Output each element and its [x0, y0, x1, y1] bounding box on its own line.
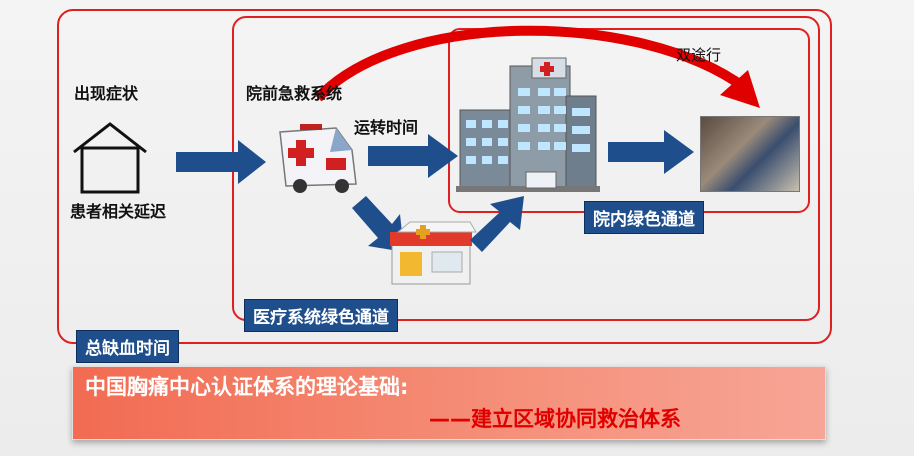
ambulance-icon [279, 124, 357, 193]
total-ischemia-frame [57, 9, 832, 344]
cath-lab-photo [700, 116, 800, 192]
banner-subtitle: ——建立区域协同救治体系 [429, 407, 681, 431]
banner-title: 中国胸痛中心认证体系的理论基础: [85, 375, 409, 399]
patient-delay-label: 患者相关延迟 [70, 202, 167, 221]
bottom-banner: 中国胸痛中心认证体系的理论基础: ——建立区域协同救治体系 [72, 366, 826, 440]
transport-time-label: 运转时间 [354, 118, 419, 137]
bidirectional-curve-arrow [314, 25, 748, 102]
arrow-transport [368, 134, 458, 178]
total-ischemia-badge: 总缺血时间 [76, 330, 179, 363]
hospital-icon [456, 57, 600, 192]
arrow-to-prehospital [176, 140, 266, 184]
arrow-clinic-to-hospital [470, 196, 524, 252]
bidirectional-label: 双途行 [676, 46, 722, 64]
house-icon [73, 122, 147, 194]
bidirectional-arrowhead [720, 70, 760, 108]
in-hospital-badge: 院内绿色通道 [584, 201, 704, 234]
symptom-label: 出现症状 [74, 84, 139, 103]
clinic-icon [390, 221, 477, 285]
medical-system-badge: 医疗系统绿色通道 [244, 299, 398, 332]
prehospital-label: 院前急救系统 [246, 84, 343, 103]
arrow-to-cathlab [608, 130, 694, 174]
